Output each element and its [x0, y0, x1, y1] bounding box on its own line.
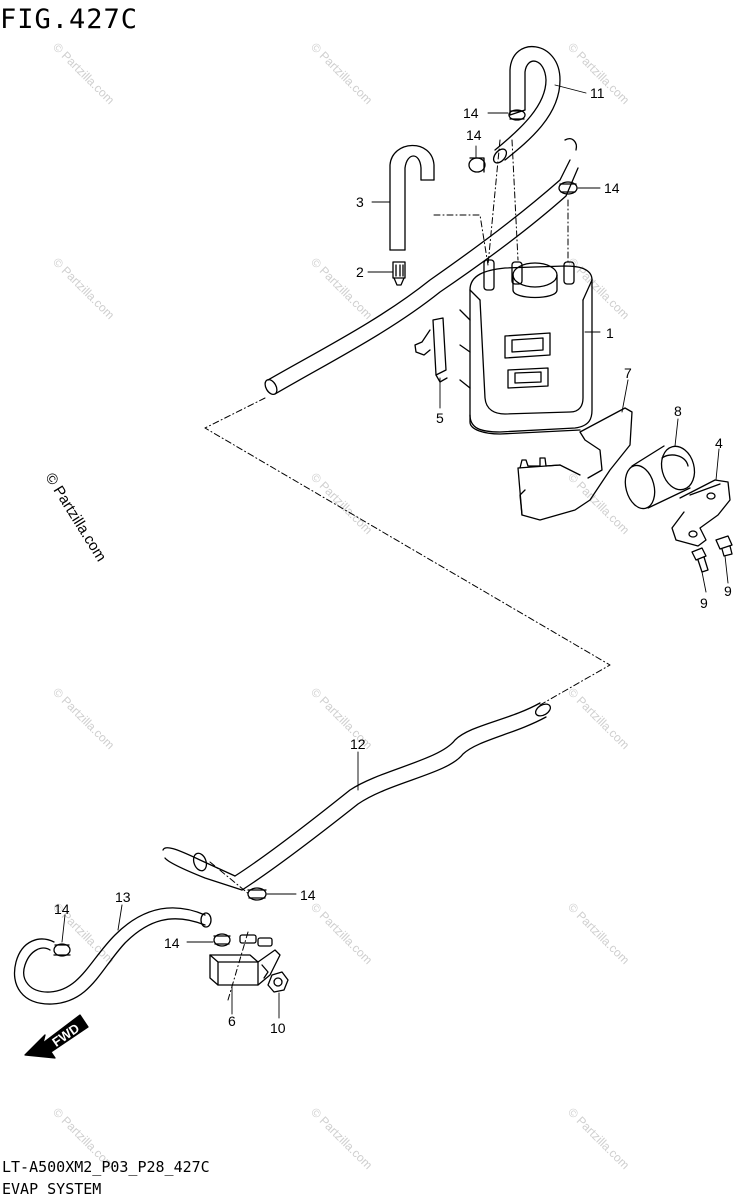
hose-upper	[264, 138, 579, 396]
hose-3	[389, 144, 435, 251]
cylinder-8	[624, 445, 696, 510]
callout-9: 9	[724, 583, 732, 599]
callout-14: 14	[463, 105, 479, 121]
clamp-mid	[213, 933, 231, 947]
callout-1: 1	[606, 325, 614, 341]
callout-7: 7	[624, 365, 632, 381]
callout-9: 9	[700, 595, 708, 611]
diagram-code: LT-A500XM2_P03_P28_427C	[2, 1158, 210, 1176]
callout-14: 14	[604, 180, 620, 196]
callout-13: 13	[115, 889, 131, 905]
reference-lines	[204, 139, 611, 1001]
callout-10: 10	[270, 1020, 286, 1036]
bracket-4	[671, 479, 731, 547]
diagram-name: EVAP SYSTEM	[2, 1180, 102, 1198]
bolt-9-b	[715, 535, 733, 557]
callout-14: 14	[54, 901, 70, 917]
nut-10	[267, 971, 289, 993]
bolt-9-a	[691, 547, 709, 573]
clamp-top-2	[468, 157, 486, 173]
clamp-left	[53, 943, 71, 957]
callout-11: 11	[590, 85, 605, 101]
callout-12: 12	[350, 736, 366, 752]
bracket-7	[517, 407, 633, 521]
leader-lines	[61, 84, 729, 1019]
canister-1	[459, 259, 593, 435]
hose-12	[162, 702, 552, 891]
hose-13	[14, 907, 212, 1005]
clamp-lower-right	[247, 887, 267, 901]
callout-2: 2	[356, 264, 364, 280]
callout-14: 14	[164, 935, 180, 951]
fwd-arrow: FWD	[24, 1014, 89, 1059]
hose-11	[492, 46, 561, 164]
callout-8: 8	[674, 403, 682, 419]
callout-14: 14	[300, 887, 316, 903]
figure-title: FIG.427C	[0, 4, 139, 35]
callout-6: 6	[228, 1013, 236, 1029]
connector-2	[392, 261, 406, 286]
bracket-5	[414, 317, 448, 383]
callout-5: 5	[436, 410, 444, 426]
valve-6	[209, 934, 281, 986]
clamp-top-1	[508, 109, 526, 121]
callout-3: 3	[356, 194, 364, 210]
clamp-right	[558, 181, 578, 195]
callout-14: 14	[466, 127, 482, 143]
callout-4: 4	[715, 435, 723, 451]
